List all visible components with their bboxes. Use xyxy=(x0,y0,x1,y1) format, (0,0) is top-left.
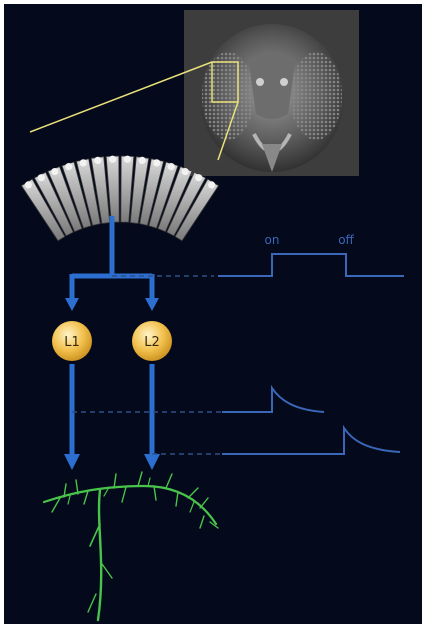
on-label: on xyxy=(265,233,280,247)
ommatidium-lens xyxy=(51,168,58,175)
dashed-connectors xyxy=(72,276,222,454)
diagram-panel: on off L1 L2 xyxy=(4,4,422,624)
stimulus-trace: on off xyxy=(218,233,404,276)
ommatidium-lens xyxy=(25,181,32,188)
diagram-canvas: on off L1 L2 xyxy=(4,4,422,624)
ommatidium-lens xyxy=(124,156,131,163)
neuron-l2-label: L2 xyxy=(144,335,160,350)
neuron-l1: L1 xyxy=(52,321,92,361)
ommatidium-lens xyxy=(208,181,215,188)
neuron-l2: L2 xyxy=(132,321,172,361)
ommatidium-lens xyxy=(65,163,72,170)
ommatidium-lens xyxy=(168,163,175,170)
ommatidium-lens xyxy=(38,174,45,181)
l2-response-trace xyxy=(222,428,400,454)
ommatidium-lens xyxy=(80,159,87,166)
ommatidium-lens xyxy=(153,159,160,166)
ommatidium-lens xyxy=(182,168,189,175)
ommatidium-lens xyxy=(139,157,146,164)
downstream-neuron-image xyxy=(44,472,218,620)
off-label: off xyxy=(338,233,354,247)
neuron-l1-label: L1 xyxy=(64,335,80,350)
ommatidium-lens xyxy=(94,157,101,164)
ommatidium-lens xyxy=(195,174,202,181)
ommatidium-lens xyxy=(109,156,116,163)
l1-response-trace xyxy=(222,388,324,412)
fly-head-image xyxy=(184,10,359,176)
